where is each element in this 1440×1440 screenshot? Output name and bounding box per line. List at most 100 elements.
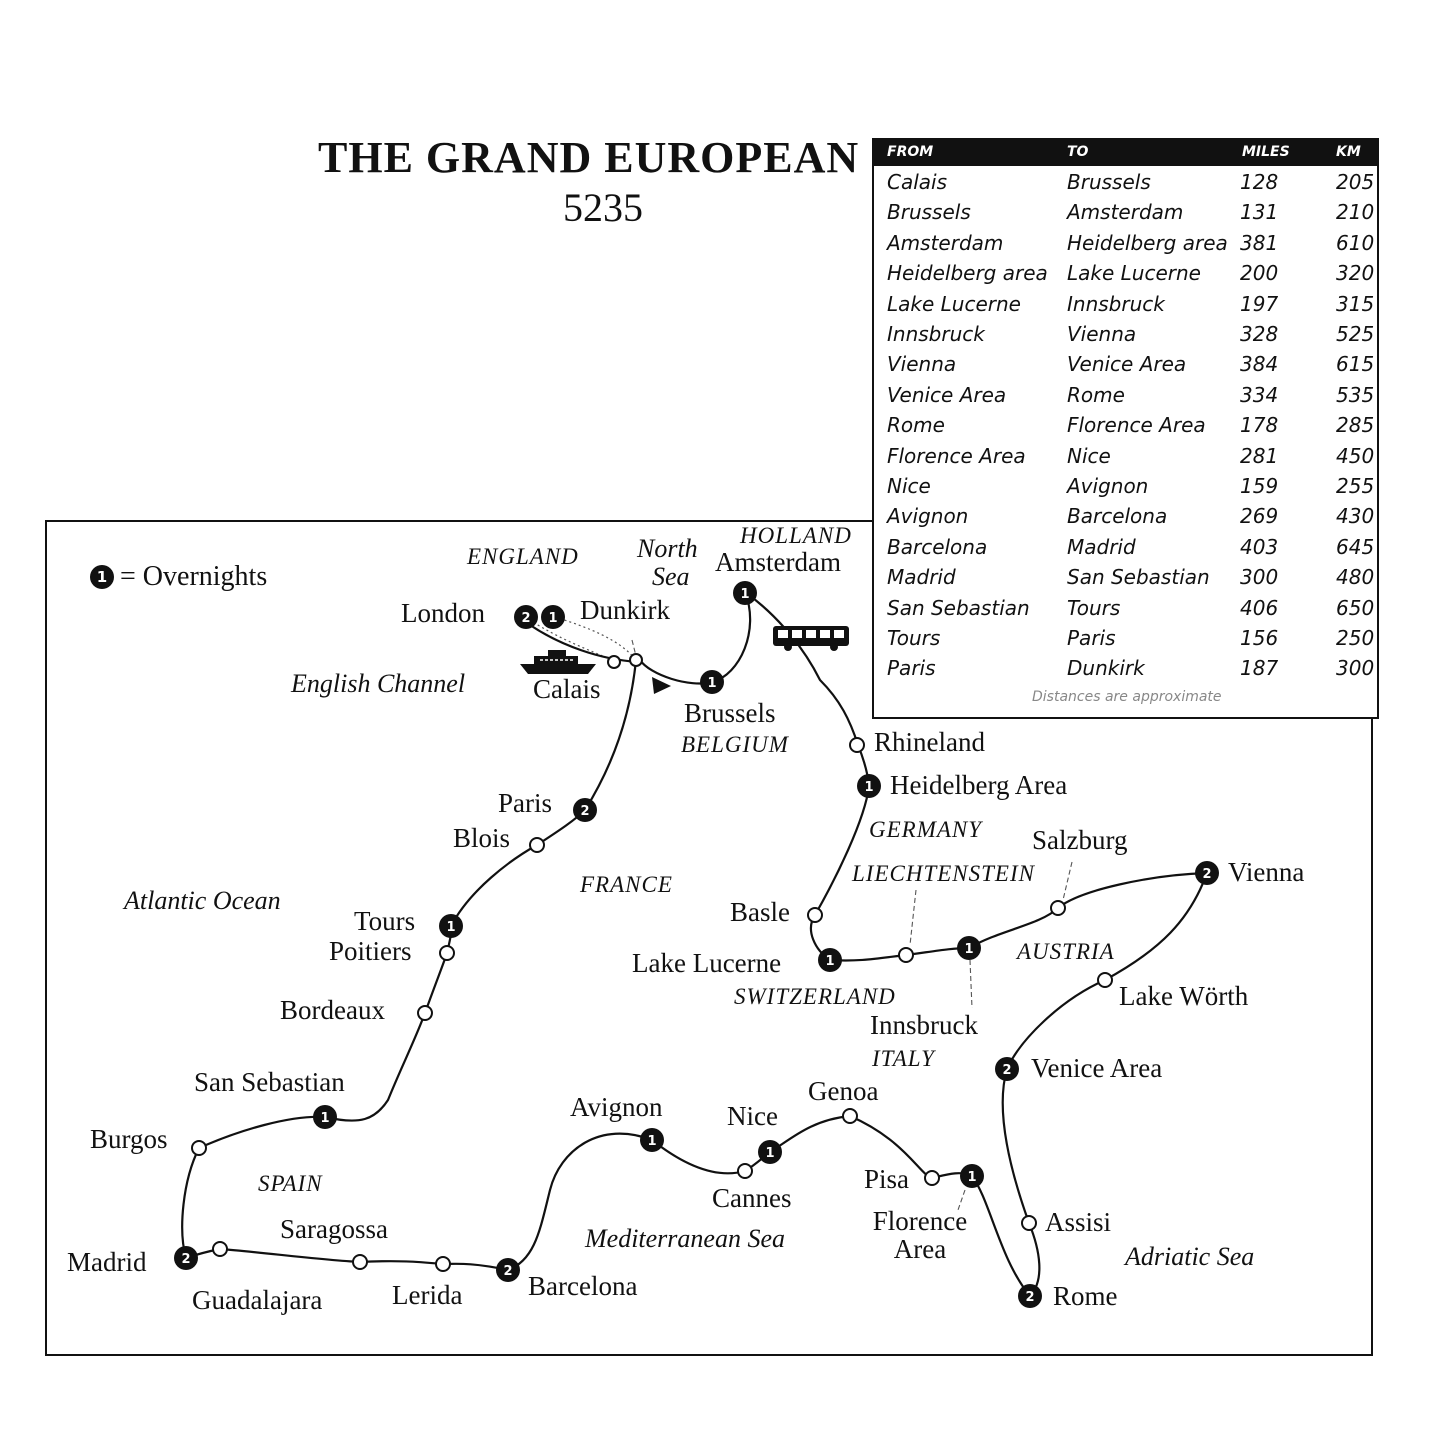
cell-miles: 381: [1240, 230, 1279, 255]
cell-to: Innsbruck: [1067, 291, 1165, 316]
overnight-innsbruck: 1: [957, 936, 981, 960]
label-brussels: Brussels: [684, 698, 776, 728]
svg-text:1: 1: [864, 780, 873, 795]
svg-text:1: 1: [548, 611, 557, 626]
map-frame: [45, 520, 1373, 1356]
cell-miles: 200: [1240, 261, 1279, 286]
overnight-brussels: 1: [700, 670, 724, 694]
cell-km: 430: [1336, 504, 1375, 529]
label-lake-lucerne: Lake Lucerne: [632, 948, 782, 978]
cell-km: 300: [1336, 656, 1375, 681]
legend-text: = Overnights: [120, 561, 268, 592]
overnight-london-a: 2: [514, 605, 538, 629]
overnight-san-sebastian: 1: [313, 1105, 337, 1129]
label-pisa: Pisa: [864, 1164, 910, 1194]
cell-km: 320: [1336, 261, 1375, 286]
label-poitiers: Poitiers: [329, 936, 412, 966]
cell-km: 480: [1336, 565, 1375, 590]
svg-text:2: 2: [521, 611, 530, 626]
overnight-barcelona: 2: [496, 1258, 520, 1282]
header-km: KM: [1336, 144, 1361, 160]
table-header: FROM TO MILES KM: [874, 140, 1377, 166]
label-salzburg: Salzburg: [1032, 825, 1128, 855]
label-nice: Nice: [727, 1101, 778, 1131]
florence-leader: [957, 1189, 966, 1211]
header-to: TO: [1067, 144, 1089, 160]
ferry-icon: [520, 650, 596, 674]
cell-to: Nice: [1067, 443, 1111, 468]
cell-miles: 403: [1240, 534, 1279, 559]
direction-arrow: [652, 677, 671, 694]
label-amsterdam: Amsterdam: [715, 547, 841, 577]
cell-to: Brussels: [1067, 170, 1151, 194]
cell-km: 610: [1336, 230, 1375, 255]
cell-from: Paris: [887, 656, 936, 681]
region-belgium: BELGIUM: [681, 732, 789, 757]
stop-calais-a: [607, 655, 621, 669]
cell-from: Rome: [887, 413, 945, 438]
cell-from: Avignon: [887, 504, 969, 529]
region-switzerland: SWITZERLAND: [734, 984, 896, 1009]
stop-calais-b: [629, 653, 643, 667]
cell-miles: 197: [1240, 291, 1279, 316]
label-blois: Blois: [453, 823, 511, 853]
cell-miles: 156: [1240, 626, 1279, 650]
overnight-tours: 1: [439, 914, 463, 938]
cell-from: Brussels: [887, 200, 971, 225]
stop-burgos: [191, 1140, 207, 1156]
svg-text:2: 2: [503, 1264, 512, 1279]
region-italy: ITALY: [872, 1046, 935, 1071]
svg-text:2: 2: [1202, 867, 1211, 882]
legend: 1= Overnights: [90, 561, 267, 593]
overnight-venice: 2: [995, 1057, 1019, 1081]
innsbruck-leader: [969, 959, 973, 1009]
label-barcelona: Barcelona: [528, 1271, 638, 1301]
sea-north-2: Sea: [652, 562, 690, 591]
overnight-lake-lucerne: 1: [818, 948, 842, 972]
label-genoa: Genoa: [808, 1076, 879, 1106]
label-vienna: Vienna: [1228, 857, 1305, 887]
stop-guadalajara: [212, 1241, 228, 1257]
cell-km: 615: [1336, 352, 1375, 377]
stop-assisi: [1021, 1215, 1037, 1231]
cell-from: Barcelona: [887, 534, 988, 559]
stop-pisa: [924, 1170, 940, 1186]
stop-salzburg: [1050, 900, 1066, 916]
overnight-florence: 1: [960, 1164, 984, 1188]
label-lake-worth: Lake Wörth: [1119, 981, 1249, 1011]
label-guadalajara: Guadalajara: [192, 1285, 323, 1315]
cell-from: Madrid: [887, 565, 956, 590]
cell-from: Heidelberg area: [887, 261, 1048, 286]
label-venice: Venice Area: [1031, 1053, 1163, 1083]
overnight-rome: 2: [1018, 1284, 1042, 1308]
cell-miles: 269: [1240, 504, 1279, 529]
cell-miles: 178: [1240, 413, 1279, 438]
cell-from: Amsterdam: [887, 230, 1004, 255]
svg-text:1: 1: [707, 676, 716, 691]
region-england: ENGLAND: [467, 544, 579, 569]
svg-text:1: 1: [740, 587, 749, 602]
cell-to: Tours: [1067, 595, 1121, 620]
label-rhineland: Rhineland: [874, 727, 985, 757]
region-germany: GERMANY: [869, 817, 983, 842]
overnight-london-b: 1: [541, 605, 565, 629]
sea-adriatic: Adriatic Sea: [1125, 1242, 1255, 1271]
region-austria: AUSTRIA: [1017, 939, 1115, 964]
region-holland: HOLLAND: [740, 523, 852, 548]
region-france: FRANCE: [580, 872, 673, 897]
cell-km: 210: [1336, 200, 1375, 225]
cell-from: Nice: [887, 474, 931, 498]
cell-to: Vienna: [1067, 322, 1137, 346]
cell-to: Madrid: [1067, 534, 1136, 559]
tour-code: 5235: [563, 185, 643, 230]
